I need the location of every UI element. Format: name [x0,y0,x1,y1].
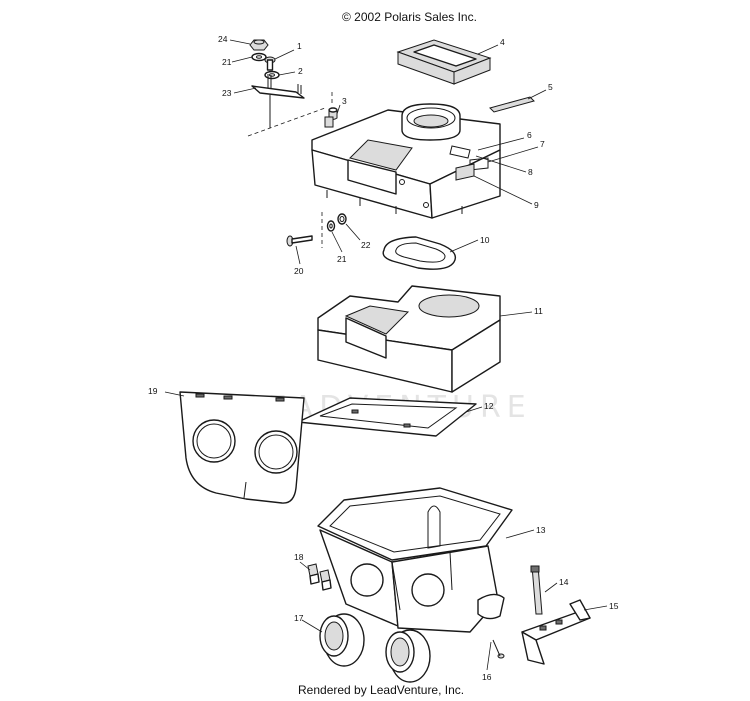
part-15-bracket[interactable] [521,599,591,665]
callout-21-lower: 21 [337,254,347,264]
leader-lines [164,39,608,671]
callout-14: 14 [559,577,569,587]
callout-16: 16 [482,672,492,682]
part-20-screw[interactable] [286,235,313,247]
part-1-bolt[interactable] [264,56,276,71]
part-21-washer-top[interactable] [251,52,267,62]
part-17-coupler-left[interactable] [319,613,365,667]
callout-1: 1 [297,41,302,51]
callout-15: 15 [609,601,619,611]
callout-2: 2 [298,66,303,76]
part-14-strap[interactable] [530,565,543,615]
callout-5: 5 [548,82,553,92]
part-13-airbox-base[interactable] [317,487,513,633]
copyright-text: © 2002 Polaris Sales Inc. [342,10,477,24]
callout-labels: 24 1 21 2 23 3 4 5 6 7 8 9 10 11 12 19 1… [148,34,619,682]
rendered-by-text: Rendered by LeadVenture, Inc. [298,683,464,697]
part-16-screw[interactable] [492,639,505,659]
part-19-panel[interactable] [179,391,305,504]
part-23-bracket[interactable] [251,74,305,128]
callout-19: 19 [148,386,158,396]
callout-21-top: 21 [222,57,232,67]
callout-20: 20 [294,266,304,276]
callout-10: 10 [480,235,490,245]
part-10-gasket[interactable] [382,236,457,270]
callout-9: 9 [534,200,539,210]
callout-8: 8 [528,167,533,177]
airbox-lid[interactable] [311,103,501,219]
part-22-grommet[interactable] [337,213,347,225]
callout-3: 3 [342,96,347,106]
callout-22: 22 [361,240,371,250]
part-5-strap[interactable] [489,96,535,113]
callout-12: 12 [484,401,494,411]
callout-24: 24 [218,34,228,44]
part-4-foam-pad[interactable] [396,39,492,85]
part-24-nut[interactable] [249,39,269,51]
part-18-fittings[interactable] [307,563,332,591]
part-21-washer-lower[interactable] [326,220,336,232]
callout-13: 13 [536,525,546,535]
part-12-plate[interactable] [297,397,477,437]
callout-6: 6 [527,130,532,140]
callout-23: 23 [222,88,232,98]
callout-17: 17 [294,613,304,623]
callout-18: 18 [294,552,304,562]
callout-4: 4 [500,37,505,47]
part-2-washer[interactable] [264,70,280,80]
callout-11: 11 [534,306,543,316]
part-17-coupler-right[interactable] [385,629,431,683]
part-11-filter-housing[interactable] [317,285,501,393]
callout-7: 7 [540,139,545,149]
